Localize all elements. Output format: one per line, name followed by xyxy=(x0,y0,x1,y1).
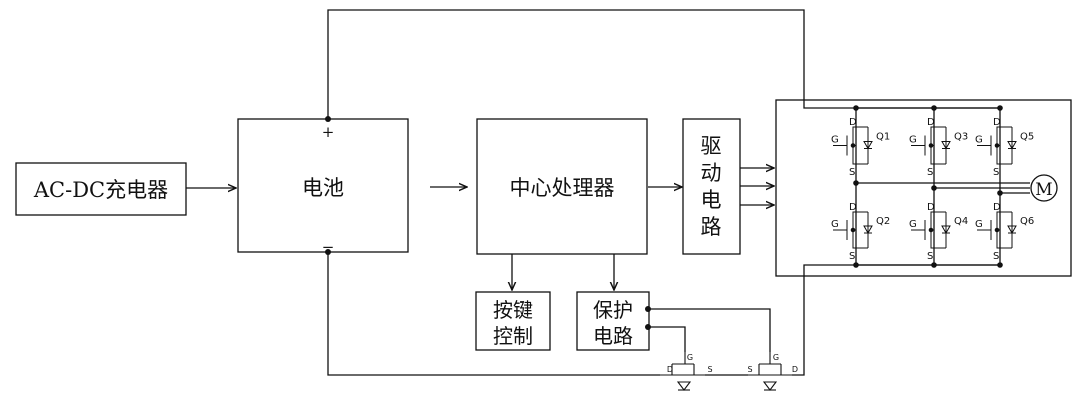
mosfet-drain-label: D xyxy=(993,202,1001,213)
mosfet-name-label: Q4 xyxy=(954,216,968,227)
bridge-frame xyxy=(775,99,1072,277)
driver-label-1: 驱 xyxy=(701,134,722,158)
protect-block xyxy=(576,291,650,351)
driver-label-2: 动 xyxy=(701,161,722,185)
battery-block xyxy=(237,118,409,253)
mosfet-name-label: Q6 xyxy=(1020,216,1034,227)
mosfet-gate-label: G xyxy=(831,219,839,230)
fet2-label-d: D xyxy=(792,365,798,374)
motor-icon xyxy=(1030,174,1058,202)
mosfet-drain-label: D xyxy=(849,117,857,128)
junction-dot xyxy=(853,262,859,268)
wire-protect-gate2 xyxy=(648,326,686,352)
mosfet-gate-label: G xyxy=(975,219,983,230)
wire-positive-top xyxy=(327,9,1000,119)
keys-label-1: 按键 xyxy=(493,298,533,322)
charger-label: AC-DC充电器 xyxy=(33,178,168,202)
battery-minus-label: − xyxy=(322,238,335,256)
junction-dot xyxy=(325,116,331,122)
fet1-label-s: S xyxy=(707,365,712,374)
mosfet-q2 xyxy=(833,198,873,262)
wire-to-bridge-bottom xyxy=(792,264,1000,376)
fet1-label-d: D xyxy=(667,365,673,374)
junction-dot xyxy=(997,105,1003,111)
mosfet-drain-label: D xyxy=(993,117,1001,128)
motor-label: M xyxy=(1035,180,1052,200)
fet2-label-s: S xyxy=(747,365,752,374)
battery-label: 电池 xyxy=(302,176,344,200)
mosfet-name-label: Q3 xyxy=(954,132,968,143)
mosfet-gate-label: G xyxy=(975,135,983,146)
mosfet-source-label: S xyxy=(927,167,933,178)
junction-dot xyxy=(997,190,1003,196)
mosfet-drain-label: D xyxy=(927,117,935,128)
driver-label-3: 电 xyxy=(701,188,722,212)
protect-label-1: 保护 xyxy=(593,298,633,322)
mosfet-name-label: Q5 xyxy=(1020,132,1034,143)
mosfet-drain-label: D xyxy=(927,202,935,213)
mosfet-gate-label: G xyxy=(909,135,917,146)
mosfet-source-label: S xyxy=(993,251,999,262)
mosfet-q1 xyxy=(833,113,873,178)
driver-label-4: 路 xyxy=(701,215,722,239)
mosfet-gate-label: G xyxy=(909,219,917,230)
protection-fet-1 xyxy=(660,352,705,391)
battery-plus-label: + xyxy=(322,123,335,141)
protection-fet-2 xyxy=(748,352,792,391)
mosfet-q4 xyxy=(911,198,951,262)
mosfet-name-label: Q2 xyxy=(876,216,890,227)
driver-block xyxy=(682,118,741,255)
mosfet-q3 xyxy=(911,113,951,178)
mosfet-name-label: Q1 xyxy=(876,132,890,143)
junction-dot xyxy=(931,105,937,111)
mosfet-source-label: S xyxy=(849,167,855,178)
protect-label-2: 电路 xyxy=(593,324,633,348)
mosfet-q6 xyxy=(977,198,1017,262)
mosfet-gate-label: G xyxy=(831,135,839,146)
cpu-block xyxy=(476,118,648,255)
wire-negative-bottom xyxy=(327,252,660,376)
mosfet-source-label: S xyxy=(993,167,999,178)
junction-dot xyxy=(931,185,937,191)
keys-label-2: 控制 xyxy=(493,324,533,348)
junction-dot xyxy=(931,262,937,268)
junction-dot xyxy=(645,306,651,312)
fet2-label-g: G xyxy=(773,353,779,362)
junction-dot xyxy=(853,105,859,111)
mosfet-source-label: S xyxy=(927,251,933,262)
junction-dot xyxy=(325,249,331,255)
cpu-label: 中心处理器 xyxy=(510,176,615,200)
keys-block xyxy=(475,291,551,351)
mosfet-q5 xyxy=(977,113,1017,178)
junction-dot xyxy=(997,262,1003,268)
mosfet-drain-label: D xyxy=(849,202,857,213)
mosfet-source-label: S xyxy=(849,251,855,262)
junction-dot xyxy=(853,180,859,186)
fet1-label-g: G xyxy=(687,353,693,362)
charger-block xyxy=(15,162,187,216)
wire-protect-gate1 xyxy=(648,308,771,352)
junction-dot xyxy=(645,324,651,330)
